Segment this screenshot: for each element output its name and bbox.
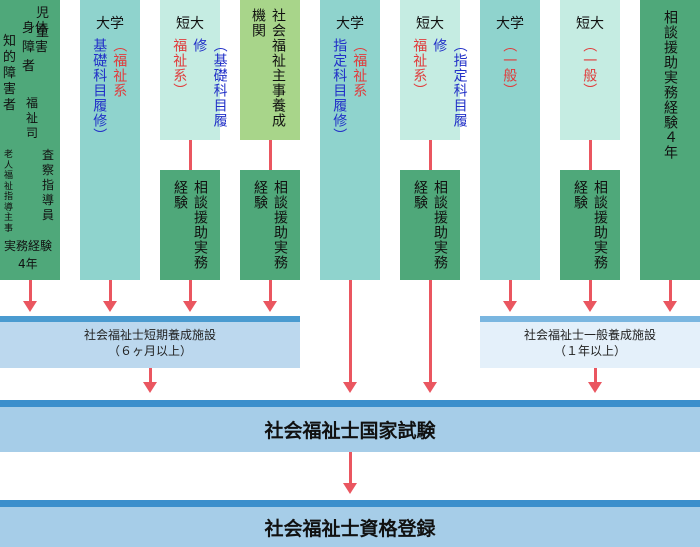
arrow-c7 (509, 280, 512, 302)
short-facility-line2: （６ヶ月以上） (107, 344, 192, 358)
c4-header: 社会福祉主事養成機関 (250, 8, 286, 128)
c5-text-red: （福祉系 (351, 38, 368, 98)
c6-experience-box: 相談援助実務経験 (400, 170, 460, 280)
c1-exp-line1: 実務経験 (4, 239, 53, 253)
arrow-c8-head (583, 301, 597, 312)
c1-sub1: 査察指導員 (42, 148, 55, 222)
registration-band: 社会福祉士資格登録 (0, 500, 700, 547)
column-jc-basic: 短大 （基礎科目履修 福祉系） (160, 0, 228, 140)
c2-header: 大学 (96, 16, 124, 32)
connector-c3 (189, 140, 192, 170)
arrow-c1-head (23, 301, 37, 312)
national-exam-band: 社会福祉士国家試験 (0, 400, 700, 452)
registration-label: 社会福祉士資格登録 (264, 518, 436, 540)
c3-experience-box: 相談援助実務経験 (160, 170, 220, 280)
general-facility-line1: 社会福祉士一般養成施設 (523, 328, 656, 342)
arrow-c1 (29, 280, 32, 302)
arrow-c6-head (423, 382, 437, 393)
arrow-c2 (109, 280, 112, 302)
c5-text-blue: 指定科目履修） (331, 38, 348, 143)
connector-c6 (429, 140, 432, 170)
c5-header: 大学 (336, 16, 364, 32)
arrow-c3 (189, 280, 192, 302)
c1-title-line3: 知的障害者 (3, 34, 17, 113)
arrow-c7-head (503, 301, 517, 312)
column-univ-basic: 大学 基礎科目履修） （福祉系 (80, 0, 140, 280)
column-experience-4y: 相談援助実務経験４年 (640, 0, 700, 280)
column-univ-designated: 大学 指定科目履修） （福祉系 (320, 0, 380, 280)
arrow-c3-head (183, 301, 197, 312)
arrow-c5 (349, 280, 352, 383)
short-facility-line1: 社会福祉士短期養成施設 (83, 328, 216, 342)
arrow-short-facility (149, 368, 152, 383)
c8-experience: 相談援助実務経験 (572, 180, 608, 270)
c4-experience-box: 相談援助実務経験 (240, 170, 300, 280)
c2-text-red: （福祉系 (111, 38, 128, 98)
column-shuji-institution: 社会福祉主事養成機関 (240, 0, 300, 140)
c8-header: 短大 (576, 16, 604, 32)
c3-text-red: 福祉系） (171, 38, 188, 98)
column-jc-designated: 短大 （指定科目履修 福祉系） (400, 0, 468, 140)
c3-text-blue: （基礎科目履修 (191, 38, 228, 128)
c8-experience-box: 相談援助実務経験 (560, 170, 620, 280)
c3-experience: 相談援助実務経験 (172, 180, 208, 270)
c2-text-blue: 基礎科目履修） (91, 38, 108, 143)
arrow-c5-head (343, 382, 357, 393)
connector-c4 (269, 140, 272, 170)
c7-header: 大学 (496, 16, 524, 32)
c1-exp-line2: 4年 (18, 257, 38, 271)
c1-title-line2: 身体障害者 (22, 21, 49, 74)
c6-experience: 相談援助実務経験 (412, 180, 448, 270)
arrow-c4 (269, 280, 272, 302)
arrow-c9-head (663, 301, 677, 312)
connector-c8 (589, 140, 592, 170)
arrow-exam-to-registration-head (343, 483, 357, 494)
c4-experience: 相談援助実務経験 (252, 180, 288, 270)
c1-sub2: 老人福祉指導主事 (4, 150, 14, 234)
general-facility-band: 社会福祉士一般養成施設 （１年以上） (480, 316, 700, 368)
short-facility-band: 社会福祉士短期養成施設 （６ヶ月以上） (0, 316, 300, 368)
column-welfare-officer: 児童 身体障害者 知的障害者 福祉司 査察指導員 老人福祉指導主事 実務経験 4… (0, 0, 60, 280)
national-exam-label: 社会福祉士国家試験 (264, 420, 436, 442)
c6-header: 短大 (416, 16, 444, 32)
c7-text-red: （一般） (501, 38, 518, 98)
arrow-short-facility-head (143, 382, 157, 393)
c8-text-red: （一般） (581, 38, 598, 98)
c6-text-red: 福祉系） (411, 38, 428, 98)
c6-text-blue: （指定科目履修 (431, 38, 468, 128)
arrow-exam-to-registration (349, 452, 352, 484)
arrow-c9 (669, 280, 672, 302)
general-facility-line2: （１年以上） (553, 344, 626, 358)
c1-title-right: 福祉司 (26, 96, 39, 140)
c1-title-line1: 児童 (36, 6, 50, 40)
arrow-c2-head (103, 301, 117, 312)
arrow-c4-head (263, 301, 277, 312)
c3-header: 短大 (176, 16, 204, 32)
arrow-general-facility-head (588, 382, 602, 393)
column-univ-general: 大学 （一般） (480, 0, 540, 280)
arrow-c8 (589, 280, 592, 302)
column-jc-general: 短大 （一般） (560, 0, 620, 140)
c9-text: 相談援助実務経験４年 (662, 10, 678, 160)
arrow-general-facility (594, 368, 597, 383)
arrow-c6 (429, 280, 432, 383)
